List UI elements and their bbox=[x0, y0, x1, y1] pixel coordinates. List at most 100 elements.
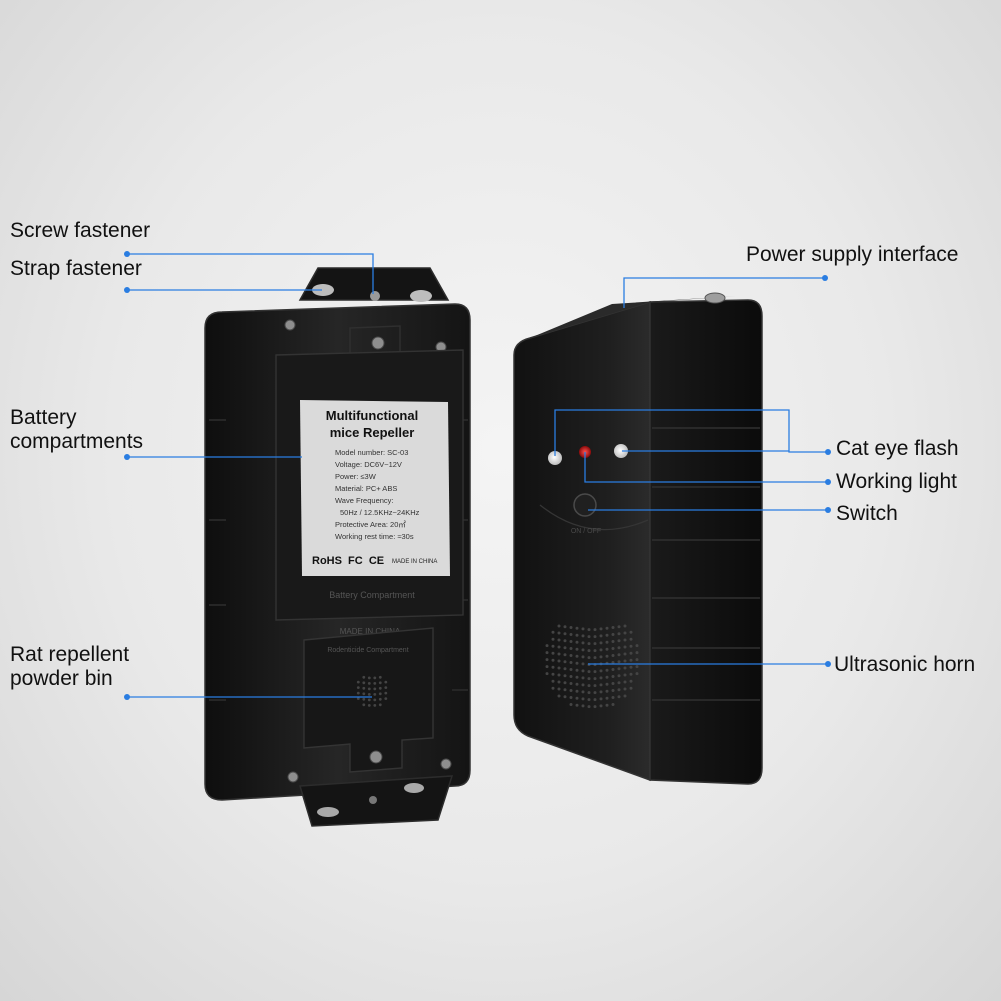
grille-hole bbox=[563, 646, 567, 650]
label-strap-fastener: Strap fastener bbox=[10, 257, 142, 281]
leader-working-light bbox=[584, 452, 828, 483]
grille-hole bbox=[563, 632, 567, 636]
label-battery-compartments: Battery compartments bbox=[10, 406, 143, 454]
strap-slot-left bbox=[312, 284, 334, 296]
grille-hole bbox=[569, 633, 573, 636]
grille-hole bbox=[617, 681, 621, 685]
grille-hole bbox=[593, 642, 597, 646]
bottom-screw bbox=[369, 750, 383, 764]
grille-hole bbox=[551, 644, 555, 648]
grille-hole bbox=[611, 668, 615, 671]
label-power-supply-text: Power supply interface bbox=[746, 243, 959, 266]
leader-lines bbox=[128, 253, 828, 698]
label-power-supply-interface: Power supply interface bbox=[746, 243, 958, 267]
grille-hole bbox=[629, 679, 633, 683]
grille-hole bbox=[373, 682, 377, 685]
side-ridges-right bbox=[652, 427, 760, 701]
leader-screw-fastener bbox=[128, 253, 374, 294]
grille-hole bbox=[581, 704, 585, 708]
grille-hole bbox=[617, 632, 621, 636]
grille-hole bbox=[569, 654, 573, 657]
grille-hole bbox=[551, 672, 555, 676]
grille-hole bbox=[367, 698, 371, 702]
bottom-slot-right bbox=[404, 783, 424, 793]
grille-hole bbox=[545, 651, 549, 655]
grille-hole bbox=[551, 686, 555, 690]
leader-dots bbox=[124, 251, 831, 700]
label-cat-eye-flash: Cat eye flash bbox=[836, 437, 959, 461]
grille-hole bbox=[557, 673, 561, 677]
top-mounting-bracket bbox=[298, 267, 450, 301]
leader-cat-eye bbox=[554, 409, 828, 456]
grille-hole bbox=[635, 651, 639, 655]
label-cat-eye-text: Cat eye flash bbox=[836, 437, 959, 460]
grille-hole bbox=[575, 703, 579, 707]
grille-hole bbox=[605, 682, 609, 686]
grille-hole bbox=[599, 669, 603, 673]
grille-hole bbox=[563, 625, 567, 629]
grille-hole bbox=[593, 684, 597, 688]
grille-hole bbox=[623, 680, 627, 684]
grille-hole bbox=[605, 633, 609, 637]
grille-hole bbox=[362, 692, 366, 696]
grille-hole bbox=[611, 647, 615, 650]
grille-hole bbox=[611, 640, 615, 643]
grille-hole bbox=[551, 637, 555, 641]
grille-hole bbox=[581, 662, 585, 666]
grille-hole bbox=[356, 686, 360, 689]
grille-hole bbox=[587, 642, 591, 646]
grille-hole bbox=[611, 661, 615, 664]
strap-slot-right bbox=[410, 290, 432, 302]
grille-hole bbox=[378, 686, 382, 690]
grille-hole bbox=[599, 676, 603, 680]
spec-line: Wave Frequency: bbox=[335, 496, 394, 505]
grille-hole bbox=[557, 680, 561, 684]
grille-hole bbox=[373, 698, 377, 702]
grille-hole bbox=[605, 668, 609, 672]
switch-text: ON / OFF bbox=[571, 528, 601, 535]
grille-hole bbox=[373, 704, 377, 707]
grille-hole bbox=[623, 666, 627, 670]
bottom-slot-left bbox=[317, 807, 339, 817]
grille-hole bbox=[362, 681, 366, 685]
label-switch: Switch bbox=[836, 502, 898, 526]
grille-hole bbox=[587, 635, 591, 639]
grille-hole bbox=[557, 638, 561, 642]
grille-hole bbox=[587, 649, 591, 653]
grille-hole bbox=[551, 658, 555, 662]
grille-hole bbox=[593, 691, 597, 695]
spec-line: 50Hz / 12.5KHz~24KHz bbox=[340, 508, 420, 517]
grille-hole bbox=[617, 625, 621, 629]
grille-hole bbox=[587, 628, 591, 632]
grille-hole bbox=[378, 681, 382, 685]
grille-hole bbox=[605, 647, 609, 651]
grille-hole bbox=[551, 679, 555, 683]
grille-hole bbox=[373, 687, 377, 691]
grille-hole bbox=[611, 689, 615, 692]
grille-hole bbox=[378, 697, 382, 701]
rodenticide-text: Rodenticide Compartment bbox=[327, 647, 408, 654]
grille-hole bbox=[384, 691, 388, 695]
label-battery-line2: compartments bbox=[10, 430, 144, 453]
spec-title-1: Multifunctional bbox=[326, 408, 418, 423]
grille-hole bbox=[629, 672, 633, 676]
grille-hole bbox=[605, 675, 609, 679]
label-powder-line2: powder bin bbox=[10, 667, 113, 690]
label-ultrasonic-text: Ultrasonic horn bbox=[834, 653, 976, 676]
grille-hole bbox=[635, 665, 639, 669]
spec-line: Working rest time: ≈30s bbox=[335, 532, 414, 541]
grille-hole bbox=[569, 703, 573, 706]
grille-hole bbox=[611, 633, 615, 636]
grille-hole bbox=[593, 670, 597, 674]
label-working-light-text: Working light bbox=[836, 470, 957, 493]
grille-hole bbox=[611, 703, 615, 706]
grille-hole bbox=[605, 640, 609, 644]
grille-hole bbox=[367, 693, 371, 696]
grille-hole bbox=[611, 675, 615, 678]
grille-hole bbox=[581, 683, 585, 687]
grille-hole bbox=[367, 676, 371, 680]
grille-hole bbox=[362, 703, 366, 707]
power-switch[interactable] bbox=[573, 493, 597, 517]
grille-hole bbox=[629, 658, 633, 662]
cat-eye-led-right bbox=[614, 444, 628, 458]
